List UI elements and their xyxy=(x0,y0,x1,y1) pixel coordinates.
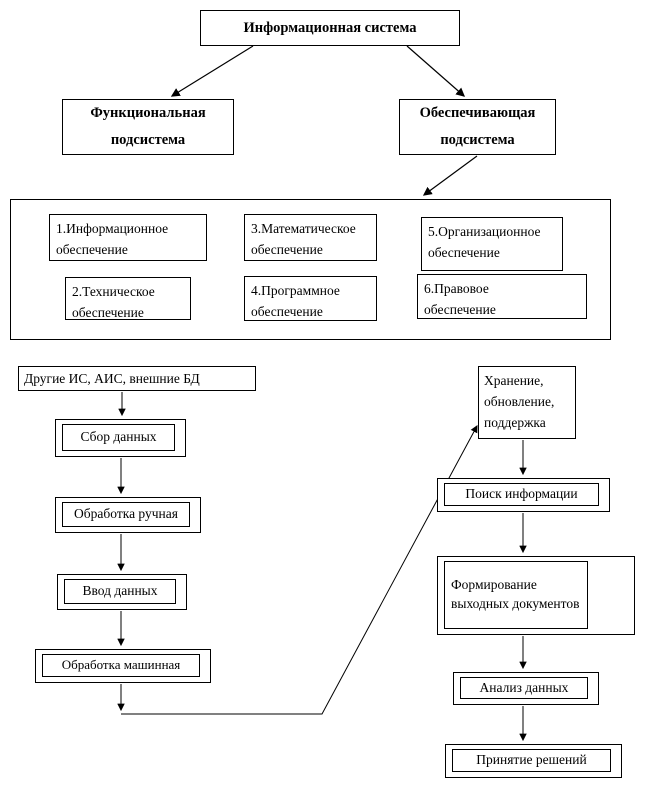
node-software-support: 4.Программное обеспечение xyxy=(244,276,377,321)
node-information-search: Поиск информации xyxy=(437,478,610,512)
node-functional-subsystem: Функциональная подсистема xyxy=(62,99,234,155)
subsystems-container: 1.Информационное обеспечение 3.Математич… xyxy=(10,199,611,340)
node-information-support: 1.Информационное обеспечение xyxy=(49,214,207,261)
node-mathematical-support: 3.Математическое обеспечение xyxy=(244,214,377,261)
node-data-input: Ввод данных xyxy=(57,574,187,610)
node-organizational-support: 5.Организационное обеспечение xyxy=(421,217,563,271)
arrow-root-to-providing xyxy=(406,45,466,97)
node-data-collection-label: Сбор данных xyxy=(62,424,175,451)
node-external-sources: Другие ИС, АИС, внешние БД xyxy=(18,366,256,391)
node-data-analysis-label: Анализ данных xyxy=(460,677,588,699)
node-output-documents-label: Формирование выходных документов xyxy=(444,561,588,629)
node-providing-subsystem: Обеспечивающая подсистема xyxy=(399,99,556,155)
node-decision-making-label: Принятие решений xyxy=(452,749,611,772)
node-information-search-label: Поиск информации xyxy=(444,483,599,506)
node-output-documents: Формирование выходных документов xyxy=(437,556,635,635)
arrow-root-to-functional xyxy=(170,45,254,97)
node-information-system: Информационная система xyxy=(200,10,460,46)
node-data-input-label: Ввод данных xyxy=(64,579,176,604)
node-manual-processing: Обработка ручная xyxy=(55,497,201,533)
node-technical-support: 2.Техническое обеспечение xyxy=(65,277,191,320)
node-data-analysis: Анализ данных xyxy=(453,672,599,705)
node-decision-making: Принятие решений xyxy=(445,744,622,778)
node-machine-processing: Обработка машинная xyxy=(35,649,211,683)
node-storage-update-support: Хранение, обновление, поддержка xyxy=(478,366,576,439)
node-legal-support: 6.Правовое обеспечение xyxy=(417,274,587,319)
arrow-providing-to-container xyxy=(422,155,478,196)
node-machine-processing-label: Обработка машинная xyxy=(42,654,200,677)
node-data-collection: Сбор данных xyxy=(55,419,186,457)
node-manual-processing-label: Обработка ручная xyxy=(62,502,190,527)
